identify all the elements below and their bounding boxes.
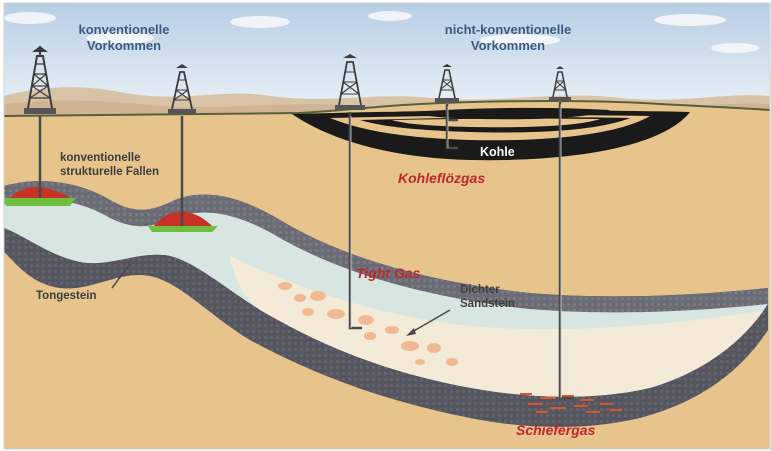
tight-gas-label: Tight Gas [356,265,421,281]
derrick-icon [435,64,459,103]
conventional-deposits-label: konventionelle Vorkommen [78,22,170,53]
shale-gas-streaks [520,393,622,413]
derrick-icon [24,46,56,114]
claystone-label: Tongestein [36,290,97,302]
clouds [4,11,759,53]
wells [38,102,574,400]
derrick-icon [335,54,365,110]
frame [3,2,771,450]
tight-gas-pockets [278,282,458,366]
derrick-icon [168,64,196,114]
derrick-icon [549,66,571,101]
pointer-arrow [406,328,416,336]
dense-sandstone-label: Dichter Sandstein [460,284,515,310]
claystone-lower [4,228,768,428]
pointer-lines [111,263,451,333]
nonconventional-deposits-label: nicht-konventionelle Vorkommen [444,22,572,53]
coal-basin [292,107,690,161]
structural-traps-label: konventionelle strukturelle Fallen [60,152,160,178]
claystone-upper [4,181,768,313]
sandstone-layer [230,256,768,397]
wells-highlight [350,104,562,398]
coalbed-gas-label: Kohleflözgas [398,170,486,186]
coal-label: Kohle [480,145,515,159]
shale-gas-label: Schiefergas [516,422,596,438]
